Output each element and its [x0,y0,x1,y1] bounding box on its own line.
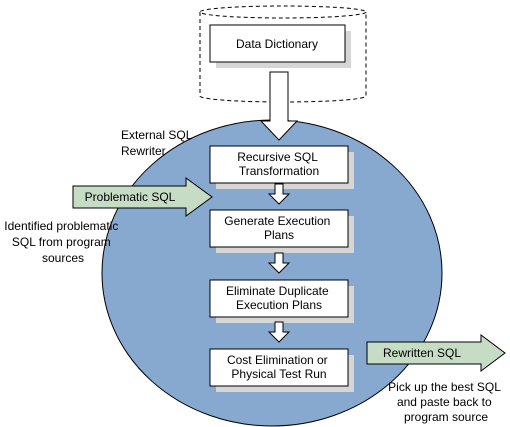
rewriter-label-line-1: External SQL [121,128,193,142]
output-note: Pick up the best SQL and paste back to p… [388,380,504,424]
problematic-sql-arrow: Problematic SQL [72,177,213,217]
step-eliminate-duplicate-plans: Eliminate Duplicate Execution Plans [209,279,354,323]
svg-text:Cost Elimination or Phys: Cost Elimination or Physical Test Run [227,353,331,381]
step-3-to-4-arrow [267,321,291,343]
rewritten-sql-label: Rewritten SQL [383,346,461,360]
step-1-to-2-arrow [267,183,291,205]
input-note-line-1: Identified problematic [4,219,118,233]
step-cost-elimination: Cost Elimination or Physical Test Run [209,348,354,392]
input-note-line-3: sources [42,251,84,265]
svg-text:Recursive SQL Transforma: Recursive SQL Transformation [237,150,321,178]
input-note-line-2: SQL from program [12,235,111,249]
step-2-line-2: Plans [264,228,294,242]
step-2-to-3-arrow [267,252,291,274]
step-3-line-2: Execution Plans [236,298,322,312]
rewriter-label: External SQL Rewriter [121,128,195,158]
step-1-line-2: Transformation [239,164,319,178]
dictionary-to-rewriter-arrow [259,71,299,141]
data-dictionary-label: Data Dictionary [236,37,318,51]
rewritten-sql-arrow: Rewritten SQL [366,334,506,372]
svg-text:Generate Execution Plans: Generate Execution Plans [224,214,333,242]
step-3-line-1: Eliminate Duplicate [226,284,329,298]
step-recursive-sql-transformation: Recursive SQL Transformation [209,145,354,189]
output-note-line-3: program source [404,410,488,424]
step-2-line-1: Generate Execution [224,214,330,228]
svg-text:Eliminate Duplicate Exec: Eliminate Duplicate Execution Plans [226,284,332,312]
data-dictionary-box: Data Dictionary [209,24,351,68]
step-generate-execution-plans: Generate Execution Plans [209,209,354,253]
step-1-line-1: Recursive SQL [237,150,318,164]
output-note-line-2: and paste back to [397,395,492,409]
step-4-line-2: Physical Test Run [231,367,326,381]
step-4-line-1: Cost Elimination or [227,353,328,367]
rewriter-label-line-2: Rewriter [121,144,166,158]
problematic-sql-label: Problematic SQL [85,190,176,204]
input-note: Identified problematic SQL from program … [4,219,121,265]
output-note-line-1: Pick up the best SQL [388,380,501,394]
